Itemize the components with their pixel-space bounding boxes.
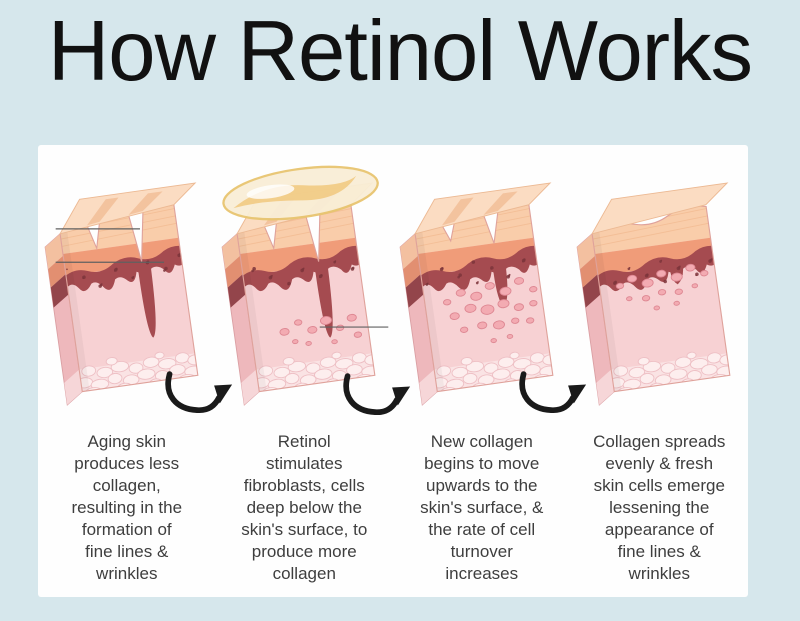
skin-block — [576, 182, 731, 406]
content-panel: Aging skin produces less collagen, resul… — [38, 145, 748, 597]
stage-caption: New collagen begins to move upwards to t… — [420, 432, 544, 583]
smooth-skin-cross-section — [576, 182, 731, 406]
retinol-serum-layer — [222, 165, 380, 221]
collagen-rising-illustration — [394, 145, 570, 429]
collagen-dots — [616, 263, 709, 311]
stage-caption: Retinol stimulates fibroblasts, cells de… — [241, 432, 368, 583]
page-title: How Retinol Works — [47, 4, 753, 99]
stage-column-aging-skin: Aging skin produces less collagen, resul… — [38, 145, 216, 597]
retinol-applied-illustration — [216, 145, 392, 429]
curved-arrow-icon — [343, 373, 411, 416]
top-surface — [413, 182, 552, 235]
stage-caption: Collagen spreads evenly & fresh skin cel… — [593, 432, 726, 583]
smooth-skin-illustration — [571, 145, 747, 429]
top-surface — [58, 182, 197, 235]
collagen-rising-cross-section — [399, 182, 554, 406]
side-face — [576, 232, 616, 406]
curved-arrow-icon — [165, 371, 233, 414]
top-surface — [591, 182, 729, 235]
aging-skin-cross-section — [44, 182, 199, 406]
stage-caption: Aging skin produces less collagen, resul… — [71, 432, 183, 583]
curved-arrow-icon — [519, 371, 587, 414]
aging-skin-illustration — [39, 145, 215, 429]
collagen-dots — [442, 277, 538, 344]
collagen-dots — [279, 313, 363, 346]
stage-column-retinol-applied: Retinol stimulates fibroblasts, cells de… — [216, 145, 394, 597]
stage-row: Aging skin produces less collagen, resul… — [38, 145, 748, 597]
stage-column-collagen-moving-up: New collagen begins to move upwards to t… — [393, 145, 571, 597]
retinol-applied-cross-section — [221, 165, 389, 406]
side-face — [44, 232, 83, 406]
side-face — [399, 232, 438, 406]
stage-column-smooth-skin: Collagen spreads evenly & fresh skin cel… — [571, 145, 749, 597]
